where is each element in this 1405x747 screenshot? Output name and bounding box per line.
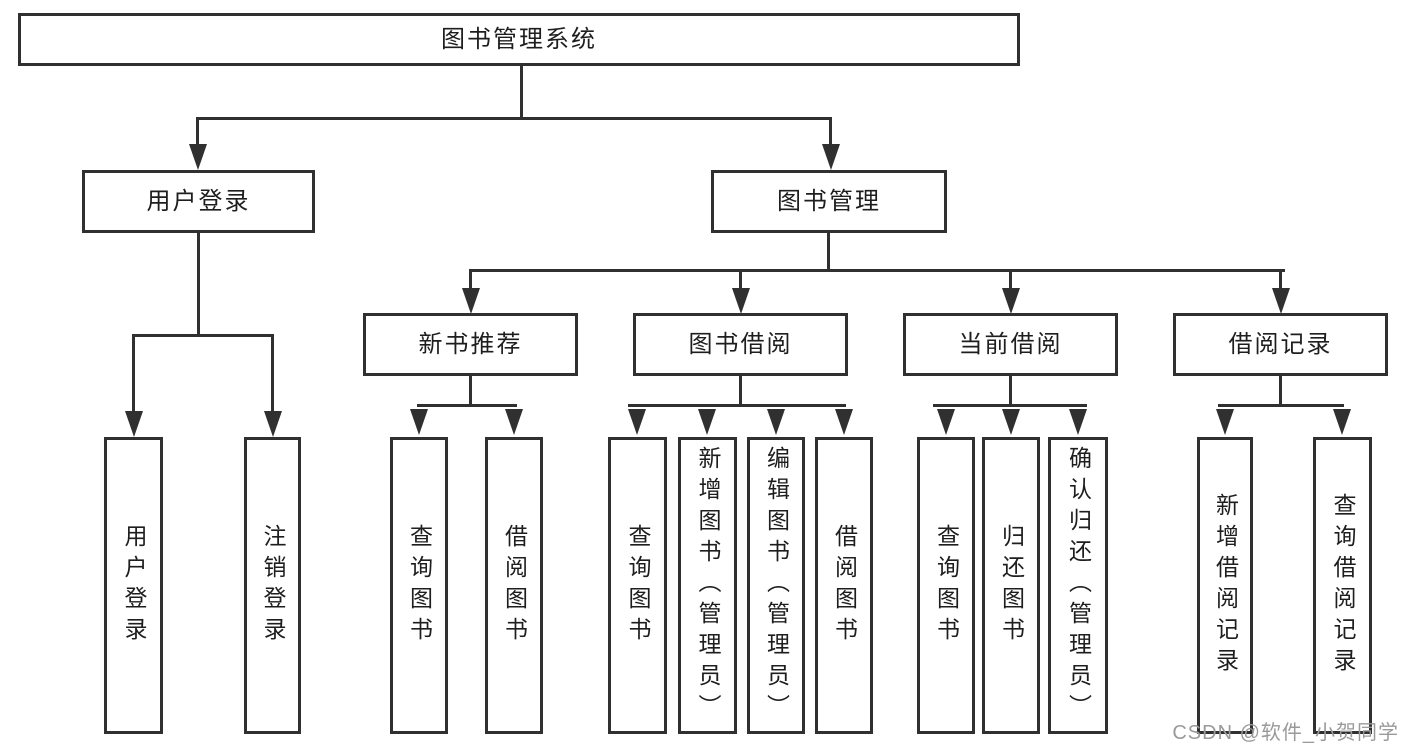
connector-stem — [1009, 374, 1012, 407]
leaf-query-books-borrowing: 查询图书 — [608, 437, 667, 734]
leaf-label: 新增借阅记录 — [1212, 492, 1239, 679]
leaf-label: 编辑图书（管理员） — [763, 446, 790, 725]
leaf-add-books-admin: 新增图书（管理员） — [678, 437, 737, 734]
connector-stem — [469, 374, 472, 407]
leaf-label: 查询图书 — [625, 523, 651, 648]
node-label: 用户登录 — [146, 187, 251, 215]
down-arrowhead — [767, 409, 785, 435]
node-new-book-recommend: 新书推荐 — [363, 313, 578, 376]
node-label: 借阅记录 — [1228, 330, 1333, 358]
node-library-management-system: 图书管理系统 — [18, 13, 1020, 66]
leaf-label: 归还图书 — [998, 523, 1025, 648]
leaf-borrow-books-recommend: 借阅图书 — [485, 437, 543, 734]
leaf-confirm-return-admin: 确认归还（管理员） — [1048, 437, 1108, 734]
down-arrowhead — [1216, 409, 1234, 435]
node-book-borrowing: 图书借阅 — [633, 313, 848, 376]
connector-stem — [1279, 269, 1282, 291]
leaf-edit-books-admin: 编辑图书（管理员） — [747, 437, 805, 734]
leaf-query-borrow-record: 查询借阅记录 — [1313, 437, 1372, 734]
connector-stem — [827, 233, 830, 272]
connector-stem — [271, 334, 274, 412]
down-arrowhead — [698, 409, 716, 435]
connector-stem — [196, 117, 199, 147]
down-arrowhead — [505, 409, 523, 435]
connector-hbar — [628, 404, 846, 407]
down-arrowhead — [1002, 409, 1020, 435]
down-arrowhead — [1002, 288, 1020, 314]
leaf-label: 借阅图书 — [501, 523, 528, 648]
connector-stem — [829, 117, 832, 147]
connector-stem — [469, 269, 472, 291]
down-arrowhead — [937, 409, 955, 435]
csdn-watermark: CSDN @软件_小贺同学 — [1172, 722, 1399, 744]
leaf-query-books-recommend: 查询图书 — [390, 437, 448, 734]
connector-root-stem — [520, 64, 523, 120]
connector-hbar — [469, 269, 1285, 272]
leaf-return-books: 归还图书 — [982, 437, 1040, 734]
down-arrowhead — [125, 411, 143, 437]
leaf-label: 查询图书 — [933, 523, 960, 648]
connector-hbar — [933, 404, 1087, 407]
leaf-logout: 注销登录 — [244, 437, 301, 734]
leaf-label: 用户登录 — [121, 523, 147, 648]
leaf-label: 确认归还（管理员） — [1065, 446, 1092, 725]
down-arrowhead — [410, 409, 428, 435]
leaf-user-login: 用户登录 — [104, 437, 163, 734]
leaf-label: 借阅图书 — [831, 523, 858, 648]
connector-hbar — [1218, 404, 1344, 407]
node-label: 图书管理系统 — [441, 25, 597, 53]
leaf-add-borrow-record: 新增借阅记录 — [1197, 437, 1253, 734]
down-arrowhead — [822, 144, 840, 170]
leaf-label: 新增图书（管理员） — [695, 446, 721, 725]
node-label: 图书管理 — [777, 187, 881, 215]
down-arrowhead — [264, 411, 282, 437]
leaf-label: 查询借阅记录 — [1330, 492, 1356, 679]
connector-stem — [1009, 269, 1012, 291]
down-arrowhead — [1069, 409, 1087, 435]
node-label: 当前借阅 — [958, 330, 1063, 358]
connector-stem — [739, 269, 742, 291]
down-arrowhead — [628, 409, 646, 435]
node-label: 新书推荐 — [418, 330, 523, 358]
connector-stem — [132, 334, 135, 412]
node-label: 图书借阅 — [688, 330, 793, 358]
down-arrowhead — [732, 288, 750, 314]
leaf-borrow-books: 借阅图书 — [815, 437, 873, 734]
connector-root-hbar — [196, 117, 832, 120]
down-arrowhead — [189, 144, 207, 170]
connector-stem — [197, 233, 200, 336]
down-arrowhead — [1333, 409, 1351, 435]
down-arrowhead — [462, 288, 480, 314]
down-arrowhead — [1272, 288, 1290, 314]
leaf-label: 查询图书 — [406, 523, 433, 648]
node-borrowing-records: 借阅记录 — [1173, 313, 1388, 376]
connector-stem — [739, 374, 742, 407]
down-arrowhead — [835, 409, 853, 435]
connector-stem — [1279, 374, 1282, 407]
connector-hbar — [132, 334, 274, 337]
node-book-management: 图书管理 — [711, 170, 947, 233]
node-user-login: 用户登录 — [82, 170, 315, 233]
connector-hbar — [417, 404, 517, 407]
node-current-borrowing: 当前借阅 — [903, 313, 1118, 376]
leaf-label: 注销登录 — [260, 523, 286, 648]
leaf-query-books-current: 查询图书 — [917, 437, 975, 734]
